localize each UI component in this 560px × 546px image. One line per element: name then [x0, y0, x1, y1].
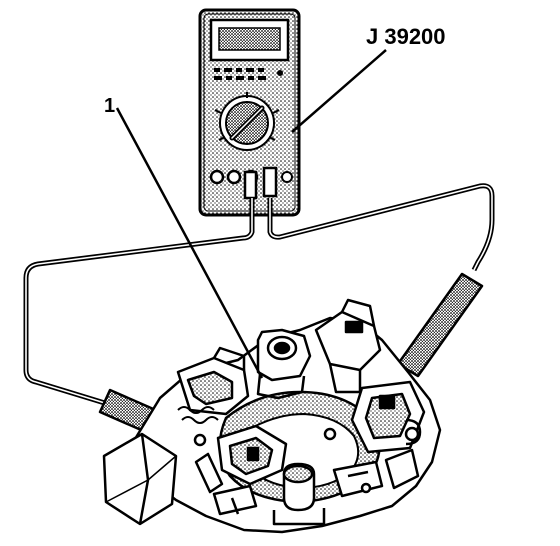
callout-leaders	[115, 49, 387, 379]
meter-display	[209, 18, 290, 62]
component-label: 1	[104, 95, 115, 117]
tool-label: J 39200	[366, 24, 446, 49]
brush-holder-assembly	[102, 298, 442, 534]
selector-dial	[214, 92, 280, 151]
multimeter-icon	[198, 8, 301, 217]
meter-buttons	[214, 68, 283, 80]
meter-jacks	[209, 166, 293, 200]
test-lead-wires	[23, 183, 495, 407]
